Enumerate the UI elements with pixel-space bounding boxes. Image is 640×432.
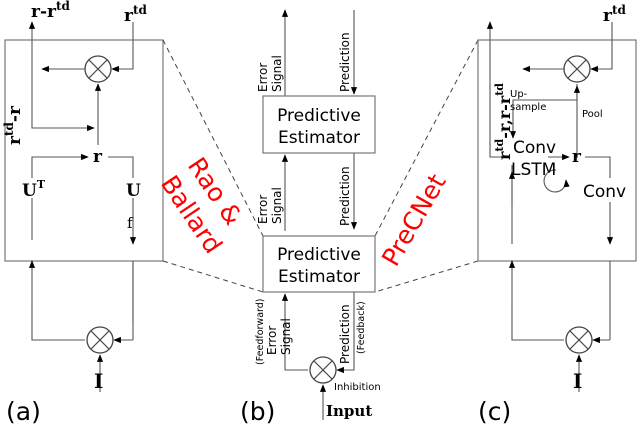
label-b-input: Input — [326, 402, 372, 420]
arrow-a-r-to-u — [108, 156, 134, 178]
label-c-top-right: rtd — [603, 3, 627, 26]
arrow-b-bottom-prediction — [336, 292, 355, 374]
comparator-c-top — [563, 55, 591, 83]
label-c-convlstm-1: Conv — [513, 138, 556, 158]
arrow-a-side-to-r — [31, 118, 95, 132]
loop-c-lstm — [543, 169, 570, 193]
caption-a: (a) — [6, 397, 41, 426]
label-precnet: PreCNet — [376, 169, 452, 271]
label-c-upsample-1: Up- — [510, 89, 528, 100]
label-a-u: U — [126, 181, 141, 201]
comparator-a-top — [84, 55, 112, 83]
caption-c: (c) — [478, 397, 511, 426]
label-b-top-prediction: Prediction — [338, 32, 352, 92]
panel-c: rtd rtd-r,r-rtd Up- sample Pool Conv LST… — [477, 3, 637, 426]
label-a-r: r — [93, 147, 103, 167]
label-b-feedforward: (Feedforward) — [255, 299, 266, 366]
label-c-conv: Conv — [583, 182, 626, 202]
label-c-pool: Pool — [582, 109, 603, 120]
comparator-a-bottom — [86, 326, 114, 354]
label-a-side: rtd-r — [2, 105, 25, 145]
dashed-a-top — [162, 39, 264, 237]
label-b-bottom-error: Error — [265, 326, 279, 355]
arrow-c-rtd-down — [590, 22, 613, 73]
label-c-upsample-2: sample — [510, 102, 546, 113]
label-b-bottom-prediction: Prediction — [338, 304, 352, 364]
label-upper-box-1: Predictive — [277, 106, 361, 126]
panel-a-box — [4, 39, 164, 262]
label-c-input: I — [573, 369, 582, 393]
label-lower-box-1: Predictive — [277, 245, 361, 265]
label-upper-box-2: Estimator — [278, 128, 360, 148]
label-b-mid-signal: Signal — [270, 187, 284, 224]
panel-c-box — [477, 39, 637, 262]
arrow-a-bottom-loop-out — [32, 240, 85, 340]
arrow-b-bottom-error — [281, 293, 308, 371]
dashed-a-bottom — [162, 260, 264, 293]
label-b-mid-error: Error — [256, 195, 270, 224]
label-lower-box-2: Estimator — [278, 267, 360, 287]
label-a-f: f — [127, 214, 134, 232]
arrow-c-r-to-conv — [585, 156, 611, 178]
caption-b: (b) — [240, 397, 275, 426]
label-b-bottom-signal: Signal — [279, 318, 293, 355]
predictive-estimator-lower — [262, 235, 376, 293]
comparator-c-bottom — [565, 326, 593, 354]
label-b-feedback: (Feedback) — [356, 301, 367, 354]
label-a-top-left: r-rtd — [31, 0, 71, 22]
dashed-c-top — [374, 39, 479, 237]
label-b-top-error: Error — [256, 63, 270, 92]
arrow-a-rtd-down — [111, 22, 134, 73]
label-inhibition: Inhibition — [334, 382, 381, 393]
label-a-ut: UT — [22, 178, 46, 201]
label-b-mid-prediction: Prediction — [338, 166, 352, 226]
label-a-input: I — [94, 369, 103, 393]
arrow-a-ut-to-r — [31, 153, 89, 178]
panel-a: r-rtd rtd rtd-r r UT U f I (a) — [2, 0, 164, 426]
predictive-estimator-upper — [262, 95, 376, 154]
label-c-side: rtd-r,r-rtd — [493, 83, 514, 160]
label-c-r: r — [572, 147, 582, 167]
comparator-b — [309, 356, 337, 384]
label-a-top-right: rtd — [124, 3, 148, 26]
label-b-top-signal: Signal — [270, 55, 284, 92]
label-c-convlstm-2: LSTM — [511, 160, 556, 180]
panel-b: Error Signal Prediction Predictive Estim… — [240, 9, 381, 426]
